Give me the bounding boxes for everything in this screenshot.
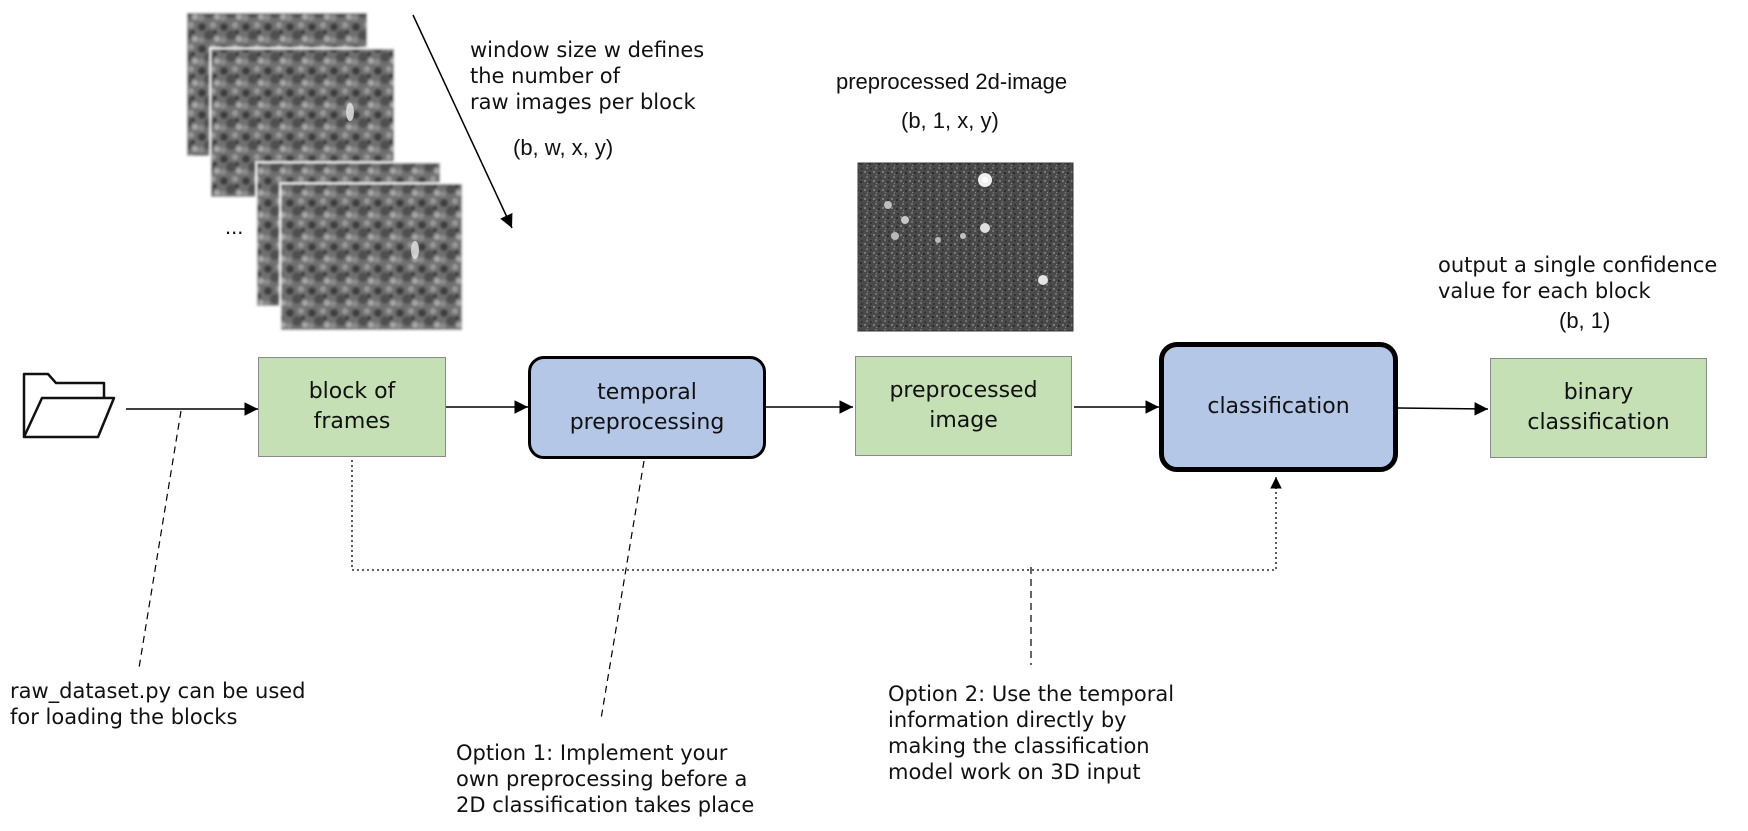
temporal-preprocessing-node: temporal preprocessing <box>528 356 766 459</box>
preprocessed-image-node: preprocessed image <box>855 356 1072 456</box>
preprocessed-shape-label: (b, 1, x, y) <box>901 108 999 133</box>
output-note: output a single confidence value for eac… <box>1438 253 1718 303</box>
block-of-frames-node: block of frames <box>258 357 446 457</box>
raw-frames-image <box>185 11 464 332</box>
binary-classification-node: binary classification <box>1490 358 1707 458</box>
option1-note: Option 1: Implement your own preprocessi… <box>456 741 755 817</box>
annotation-leaders <box>138 410 1032 720</box>
raw-dataset-note: raw_dataset.py can be used for loading t… <box>10 679 306 729</box>
direct-input-connector <box>351 455 1282 571</box>
option2-note: Option 2: Use the temporal information d… <box>888 682 1175 784</box>
preprocessed-title: preprocessed 2d-image <box>836 69 1068 94</box>
ellipsis: ... <box>225 214 244 239</box>
folder-icon <box>22 372 116 439</box>
output-shape-label: (b, 1) <box>1559 308 1611 333</box>
preprocessed-image <box>857 162 1074 332</box>
block-shape-label: (b, w, x, y) <box>513 135 614 160</box>
flow-arrows <box>126 14 1489 416</box>
window-size-note: window size w defines the number of raw … <box>470 38 705 114</box>
classification-node: classification <box>1159 342 1398 472</box>
